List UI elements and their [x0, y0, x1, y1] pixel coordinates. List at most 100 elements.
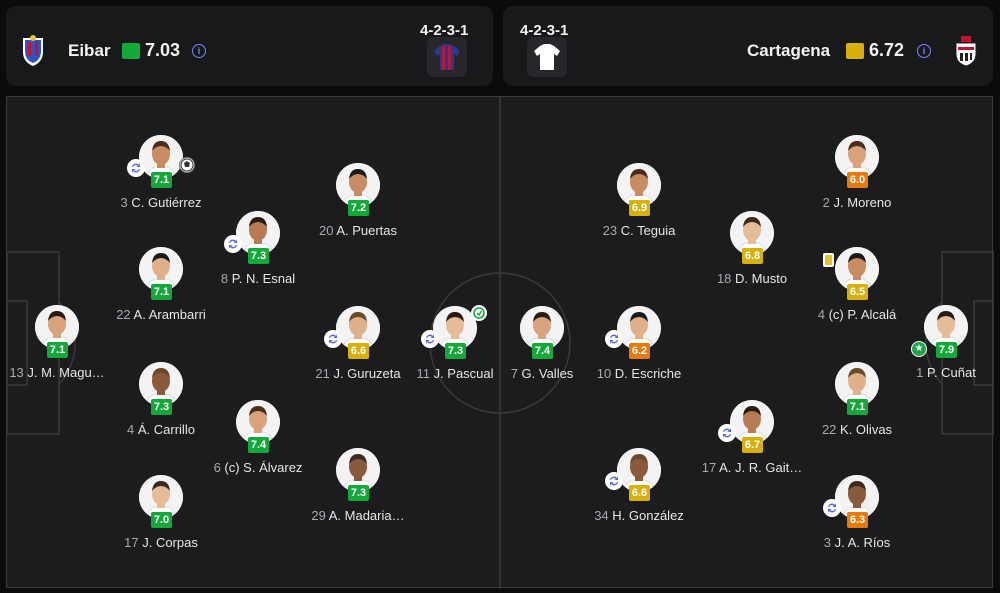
- player-name[interactable]: 20 A. Puertas: [258, 223, 458, 238]
- eibar-crest-icon: [23, 35, 43, 66]
- player-name[interactable]: 3 J. A. Ríos: [757, 535, 957, 550]
- home-info-icon[interactable]: i: [192, 44, 206, 58]
- player-name-text: (c) P. Alcalá: [828, 307, 897, 322]
- player-name-text: J. Moreno: [833, 195, 892, 210]
- player-rating: 6.8: [742, 248, 763, 264]
- player-avatar[interactable]: [835, 362, 879, 406]
- player-name-text: P. Cuñat: [926, 365, 976, 380]
- player-number: 20: [318, 223, 337, 238]
- home-shirt: [427, 37, 467, 77]
- player-avatar[interactable]: [336, 306, 380, 350]
- player-name[interactable]: 34 H. González: [539, 508, 739, 523]
- player-number: 2: [822, 195, 834, 210]
- substitution-icon: [127, 159, 145, 177]
- home-formation: 4-2-3-1: [420, 22, 469, 39]
- player-rating: 7.9: [936, 342, 957, 358]
- player-number: 22: [116, 307, 134, 322]
- player-name-text: J. Pascual: [433, 366, 494, 381]
- substitution-icon: [718, 424, 736, 442]
- player-name[interactable]: 3 C. Gutiérrez: [61, 195, 261, 210]
- player-number: 10: [596, 366, 615, 381]
- player-rating: 7.3: [445, 343, 466, 359]
- player-avatar[interactable]: [730, 211, 774, 255]
- player-name-text: J. A. Ríos: [834, 535, 891, 550]
- player-name[interactable]: 1 P. Cuñat: [846, 365, 1000, 380]
- player-name[interactable]: 17 J. Corpas: [61, 535, 261, 550]
- player-name-text: G. Valles: [521, 366, 574, 381]
- player-avatar[interactable]: [336, 163, 380, 207]
- player-rating: 6.6: [348, 343, 369, 359]
- player-avatar[interactable]: [139, 135, 183, 179]
- cartagena-crest-icon: [955, 36, 977, 67]
- player-name[interactable]: 29 A. Madaria…: [258, 508, 458, 523]
- player-number: 21: [315, 366, 334, 381]
- player-number: 4: [817, 307, 829, 322]
- player-number: 3: [823, 535, 835, 550]
- player-name-text: K. Olivas: [840, 422, 893, 437]
- player-avatar[interactable]: [924, 305, 968, 349]
- away-rating-color-box: [846, 43, 864, 59]
- yellow-card-icon: [823, 253, 834, 267]
- player-avatar[interactable]: [730, 400, 774, 444]
- player-name[interactable]: 17 A. J. R. Gait…: [652, 460, 852, 475]
- player-number: 3: [120, 195, 132, 210]
- away-team-rating: 6.72: [869, 40, 905, 60]
- player-name-text: A. J. R. Gait…: [719, 460, 803, 475]
- player-name[interactable]: 4 Á. Carrillo: [61, 422, 261, 437]
- player-rating: 7.0: [151, 512, 172, 528]
- home-team-name[interactable]: Eibar: [68, 41, 111, 60]
- player-rating: 6.2: [629, 343, 650, 359]
- away-team-card: 4-2-3-1 Cartagena 6.72 i: [503, 6, 993, 86]
- player-name[interactable]: 22 K. Olivas: [757, 422, 957, 437]
- substitution-icon: [823, 499, 841, 517]
- home-team-card: Eibar 7.03 i 4-2-3-1: [6, 6, 493, 86]
- player-name[interactable]: 7 G. Valles: [442, 366, 642, 381]
- player-number: 4: [127, 422, 138, 437]
- player-name[interactable]: 21 J. Guruzeta: [258, 366, 458, 381]
- home-shirt-icon: [434, 44, 460, 70]
- player-name[interactable]: 11 J. Pascual: [355, 366, 555, 381]
- player-name[interactable]: 6 (c) S. Álvarez: [158, 460, 358, 475]
- player-rating: 7.1: [847, 399, 868, 415]
- away-team-name[interactable]: Cartagena: [747, 41, 831, 60]
- substitution-icon: [605, 472, 623, 490]
- away-shirt: [527, 37, 567, 77]
- player-name-text: J. M. Magu…: [27, 365, 105, 380]
- player-name-text: A. Arambarri: [133, 307, 206, 322]
- player-number: 17: [701, 460, 720, 475]
- away-info-icon[interactable]: i: [917, 44, 931, 58]
- player-name[interactable]: 4 (c) P. Alcalá: [757, 307, 957, 322]
- player-name[interactable]: 2 J. Moreno: [757, 195, 957, 210]
- player-number: 7: [510, 366, 522, 381]
- player-rating: 6.3: [847, 512, 868, 528]
- player-rating: 7.3: [151, 399, 172, 415]
- player-avatar[interactable]: [835, 247, 879, 291]
- player-name-text: J. Guruzeta: [333, 366, 401, 381]
- assist-icon: [471, 305, 487, 321]
- player-name-text: H. González: [612, 508, 684, 523]
- player-number: 8: [220, 271, 232, 286]
- substitution-icon: [605, 330, 623, 348]
- player-number: 1: [916, 365, 927, 380]
- player-number: 23: [602, 223, 621, 238]
- player-number: 6: [213, 460, 225, 475]
- substitution-icon: [224, 235, 242, 253]
- player-rating: 7.4: [248, 437, 269, 453]
- player-name-text: A. Puertas: [336, 223, 398, 238]
- player-name[interactable]: 22 A. Arambarri: [61, 307, 261, 322]
- player-name[interactable]: 13 J. M. Magu…: [0, 365, 157, 380]
- player-name[interactable]: 23 C. Teguia: [539, 223, 739, 238]
- player-name[interactable]: 8 P. N. Esnal: [158, 271, 358, 286]
- player-number: 11: [416, 366, 434, 381]
- player-rating: 6.5: [847, 284, 868, 300]
- player-avatar[interactable]: [236, 400, 280, 444]
- player-avatar[interactable]: [617, 448, 661, 492]
- player-number: 34: [594, 508, 613, 523]
- player-name-text: J. Corpas: [142, 535, 198, 550]
- player-rating: 7.2: [348, 200, 369, 216]
- player-name[interactable]: 18 D. Musto: [652, 271, 852, 286]
- player-name-text: D. Musto: [735, 271, 788, 286]
- player-number: 29: [311, 508, 329, 523]
- player-number: 22: [821, 422, 841, 437]
- player-name[interactable]: 10 D. Escriche: [539, 366, 739, 381]
